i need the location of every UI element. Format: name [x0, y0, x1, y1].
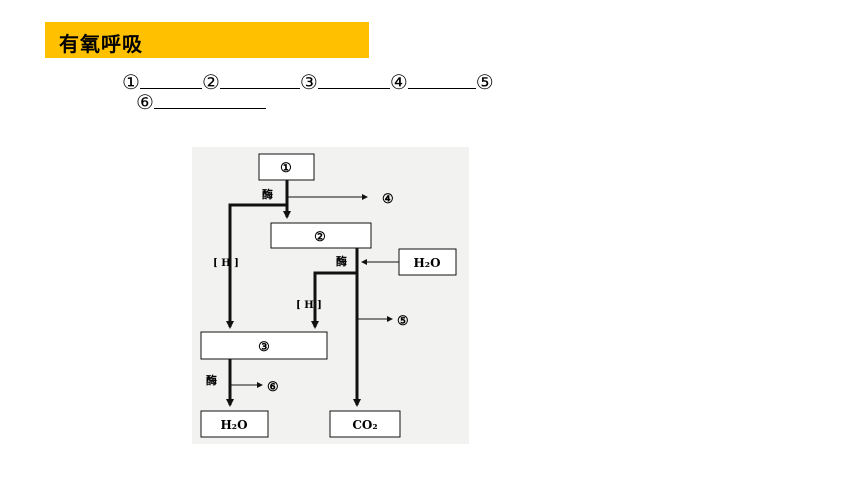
label-h2o-in: H₂O	[413, 256, 440, 270]
label-out4: ④	[382, 192, 394, 207]
blank-number-6: ⑥	[136, 90, 154, 114]
label-co2-out: CO₂	[352, 418, 377, 432]
blank-number-2: ②	[201, 70, 220, 94]
blank-row-2: ⑥	[136, 90, 266, 114]
label-h2o-out: H₂O	[220, 418, 247, 432]
box-h2o-out	[200, 410, 269, 438]
page-title: 有氧呼吸	[59, 32, 143, 56]
label-enzyme-1: 酶	[262, 187, 273, 201]
blank-row-1: ① ② ③ ④ ⑤	[122, 70, 494, 94]
blank-number-4: ④	[389, 70, 408, 94]
title-bar: 有氧呼吸	[45, 22, 369, 58]
label-h-mid: [ H ]	[296, 300, 322, 311]
blank-number-5: ⑤	[475, 70, 494, 94]
top-strip	[0, 0, 860, 12]
label-out6: ⑥	[267, 380, 279, 395]
arrow-h-mid	[311, 271, 357, 329]
blank-number-3: ③	[299, 70, 318, 94]
label-enzyme-2: 酶	[336, 254, 347, 268]
box-co2-out	[329, 410, 401, 438]
blank-6	[153, 90, 266, 109]
blank-3	[317, 70, 390, 89]
box-mid	[270, 222, 372, 249]
label-enzyme-3: 酶	[206, 373, 217, 387]
bottom-strip	[0, 471, 860, 484]
box-h2o-in	[398, 248, 457, 276]
label-box-mid: ②	[314, 230, 326, 245]
blank-4	[407, 70, 476, 89]
blank-2	[219, 70, 300, 89]
diagram-svg: ① ② ③ H₂O H₂O CO₂ 酶 酶 酶 [ H ] [ H ] ④ ⑤ …	[200, 153, 457, 438]
label-out5: ⑤	[397, 314, 409, 329]
respiration-diagram: ① ② ③ H₂O H₂O CO₂ 酶 酶 酶 [ H ] [ H ] ④ ⑤ …	[192, 147, 469, 444]
blank-1	[139, 70, 202, 89]
box-low	[200, 331, 328, 360]
blank-number-1: ①	[122, 70, 140, 94]
label-box-low: ③	[258, 340, 270, 355]
arrow-h-left	[226, 203, 287, 329]
label-h-left: [ H ]	[213, 258, 239, 269]
label-box-top: ①	[280, 161, 292, 176]
